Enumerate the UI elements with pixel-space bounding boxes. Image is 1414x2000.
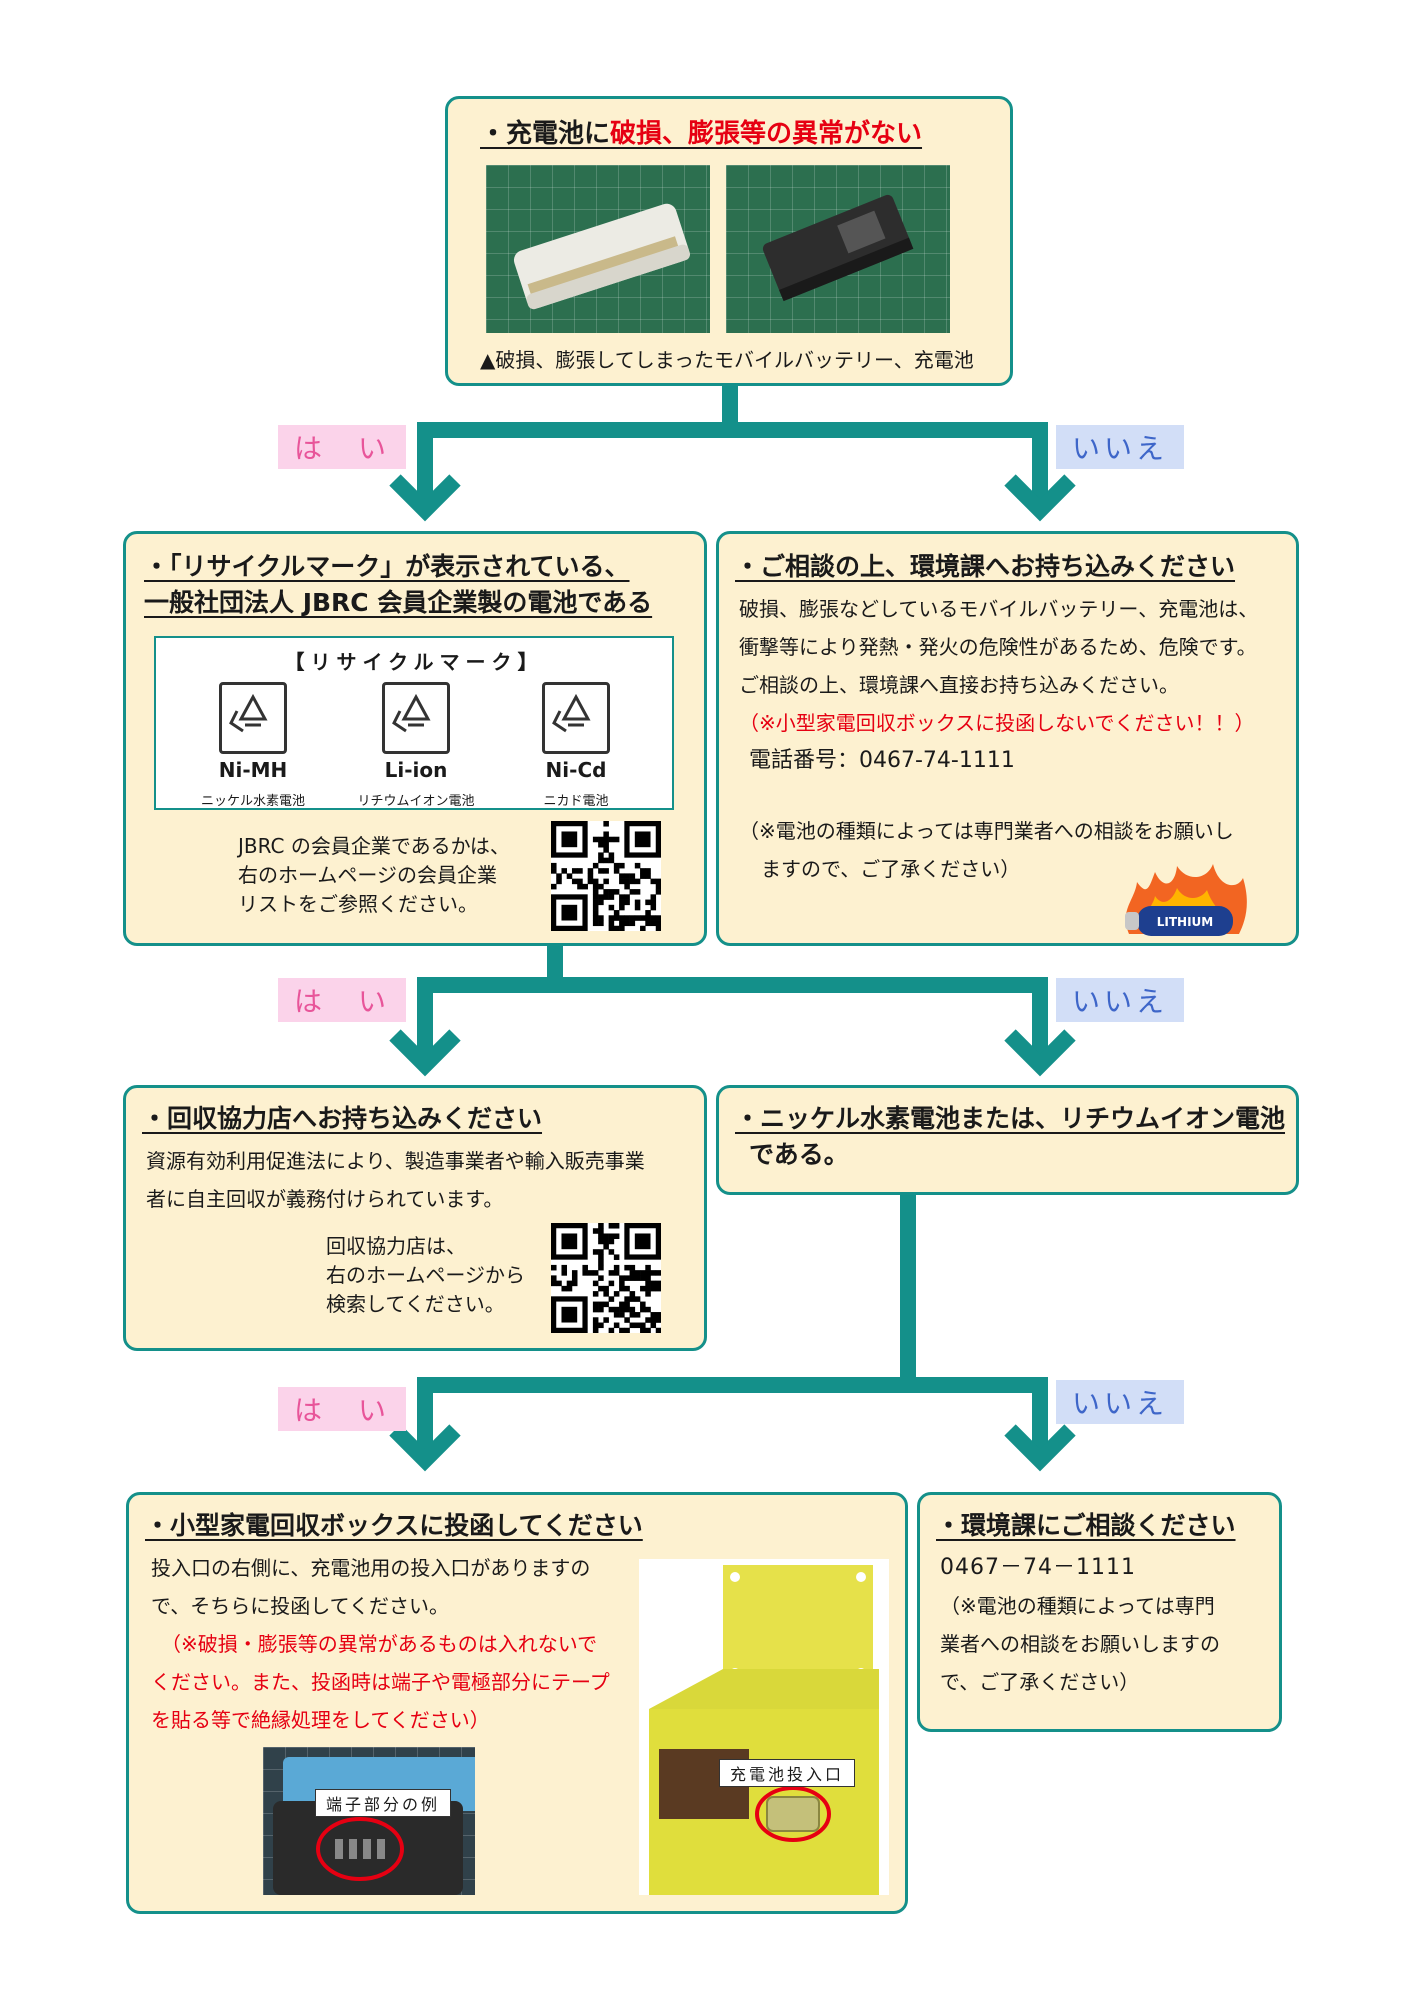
box6-line1: 投入口の右側に、充電池用の投入口がありますの (151, 1556, 591, 1580)
box2-title-line1: ・「リサイクルマーク」が表示されている、 (144, 552, 630, 581)
box5-title-line2: である。 (749, 1140, 849, 1169)
box3-title: ・ご相談の上、環境課へお持ち込みください (735, 552, 1236, 581)
answer-consult-env-dept: ・環境課にご相談ください 0467－74－1111 （※電池の種類によっては専門… (917, 1492, 1282, 1732)
box4-line1: 資源有効利用促進法により、製造事業者や輸入販売事業 (146, 1149, 645, 1173)
jbrc-qr-code[interactable] (551, 821, 662, 932)
no-label-1: いいえ (1056, 425, 1185, 469)
mark-name: ニカド電池 (543, 794, 609, 809)
box1-title-red: 破損、膨張等の異常がない (610, 119, 923, 149)
box5-title-line1: ・ニッケル水素電池または、リチウムイオン電池 (735, 1104, 1286, 1133)
box2-note-line3: リストをご参照ください。 (238, 892, 478, 916)
box3-body: 破損、膨張などしているモバイルバッテリー、充電池は、 衝撃等により発熱・発火の危… (739, 590, 1258, 780)
box7-phone: 0467－74－1111 (940, 1555, 1136, 1580)
burning-battery-icon: LITHIUM (1125, 864, 1247, 936)
battery-pack-icon (762, 194, 914, 302)
mark-code: Ni-MH (218, 758, 288, 782)
yes-label-1: は い (278, 425, 407, 469)
box6-line2: で、そちらに投函してください。 (151, 1594, 449, 1618)
box4-line2: 者に自主回収が義務付けられています。 (146, 1187, 504, 1211)
box6-body: 投入口の右側に、充電池用の投入口がありますの で、そちらに投函してください。 （… (151, 1549, 610, 1739)
yes-label-2: は い (278, 978, 407, 1022)
recycle-mark-panel: 【リサイクルマーク】 Ni-MH ニッケル水素電池 Li-ion リチウムイオン… (154, 636, 674, 810)
answer-consult-bring-in: ・ご相談の上、環境課へお持ち込みください 破損、膨張などしているモバイルバッテリ… (716, 531, 1299, 946)
swollen-mobile-battery-photo (486, 165, 710, 333)
box6-red-line1: （※破損・膨張等の異常があるものは入れないで (161, 1632, 598, 1656)
box7-title: ・環境課にご相談ください (936, 1511, 1236, 1540)
terminal-icon (273, 1757, 475, 1895)
box2-note-line1: JBRC の会員企業であるかは、 (238, 834, 510, 858)
mark-name: リチウムイオン電池 (357, 794, 475, 809)
box3-warning: （※小型家電回収ボックスに投函しないでください！！） (739, 711, 1255, 735)
collection-box-photo: 充電池投入口 (639, 1559, 889, 1895)
box3-note-line2: ますので、ご了承ください） (761, 857, 1021, 881)
box3-note: （※電池の種類によっては専門業者への相談をお願いし ますので、ご了承ください） (739, 812, 1234, 888)
box7-line3: で、ご了承ください） (940, 1670, 1140, 1694)
battery-terminal-photo: 端子部分の例 (263, 1747, 475, 1895)
recycle-icon (542, 682, 610, 754)
no-label-3: いいえ (1056, 1380, 1185, 1424)
question-no-damage: ・充電池に破損、膨張等の異常がない ▲破損、膨張してしまったモバイルバッテリー、… (445, 96, 1013, 386)
recycle-icon (219, 682, 287, 754)
box1-title-prefix: ・充電池に (480, 119, 611, 149)
mark-ni-cd: Ni-Cd ニカド電池 (501, 682, 651, 809)
collection-box-icon (649, 1565, 879, 1895)
recycle-mark-heading: 【リサイクルマーク】 (284, 650, 544, 674)
question-recycle-mark: ・「リサイクルマーク」が表示されている、 一般社団法人 JBRC 会員企業製の電… (123, 531, 707, 946)
box6-title: ・小型家電回収ボックスに投函してください (145, 1511, 643, 1540)
answer-collection-store: ・回収協力店へお持ち込みください 資源有効利用促進法により、製造事業者や輸入販売… (123, 1085, 707, 1351)
box1-title: ・充電池に破損、膨張等の異常がない (480, 115, 922, 153)
box2-title-line2: 一般社団法人 JBRC 会員企業製の電池である (144, 588, 653, 617)
box6-red-line3: を貼る等で絶縁処理をしてください） (151, 1708, 490, 1732)
mark-name: ニッケル水素電池 (200, 794, 305, 809)
box7-line1: （※電池の種類によっては専門 (940, 1594, 1215, 1618)
mark-code: Li-ion (384, 758, 448, 782)
terminal-label: 端子部分の例 (315, 1789, 452, 1817)
box3-line3: ご相談の上、環境課へ直接お持ち込みください。 (739, 673, 1179, 697)
box4-note-line1: 回収協力店は、 (326, 1234, 466, 1258)
box7-line2: 業者への相談をお願いしますの (940, 1632, 1220, 1656)
box7-body: 0467－74－1111 （※電池の種類によっては専門 業者への相談をお願いしま… (940, 1549, 1220, 1701)
store-search-qr-code[interactable] (551, 1223, 662, 1334)
mark-li-ion: Li-ion リチウムイオン電池 (341, 682, 491, 809)
mark-code: Ni-Cd (545, 758, 607, 782)
no-label-2: いいえ (1056, 978, 1185, 1022)
box3-note-line1: （※電池の種類によっては専門業者への相談をお願いし (739, 819, 1234, 843)
box6-red-line2: ください。また、投函時は端子や電極部分にテープ (151, 1670, 610, 1694)
box2-note-line2: 右のホームページの会員企業 (238, 863, 497, 887)
box3-phone: 電話番号：0467-74-1111 (749, 748, 1015, 773)
question-nimh-or-liion: ・ニッケル水素電池または、リチウムイオン電池 である。 (716, 1085, 1299, 1195)
box4-note: 回収協力店は、 右のホームページから 検索してください。 (326, 1232, 525, 1319)
yes-label-3: は い (278, 1387, 407, 1431)
answer-collection-box: ・小型家電回収ボックスに投函してください 投入口の右側に、充電池用の投入口があり… (126, 1492, 908, 1914)
box2-note: JBRC の会員企業であるかは、 右のホームページの会員企業 リストをご参照くだ… (238, 832, 510, 919)
battery-label: LITHIUM (1157, 915, 1214, 929)
box4-note-line2: 右のホームページから (326, 1263, 525, 1287)
box1-caption: ▲破損、膨張してしまったモバイルバッテリー、充電池 (480, 348, 974, 372)
box4-body: 資源有効利用促進法により、製造事業者や輸入販売事業 者に自主回収が義務付けられて… (146, 1142, 645, 1218)
slot-label: 充電池投入口 (719, 1759, 856, 1787)
box3-line2: 衝撃等により発熱・発火の危険性があるため、危険です。 (739, 635, 1257, 659)
mark-ni-mh: Ni-MH ニッケル水素電池 (178, 682, 328, 809)
swollen-battery-pack-photo (726, 165, 950, 333)
box4-note-line3: 検索してください。 (326, 1292, 505, 1316)
box4-title: ・回収協力店へお持ち込みください (142, 1104, 543, 1133)
box3-line1: 破損、膨張などしているモバイルバッテリー、充電池は、 (739, 597, 1259, 621)
swollen-battery-icon (513, 203, 691, 310)
recycle-icon (382, 682, 450, 754)
